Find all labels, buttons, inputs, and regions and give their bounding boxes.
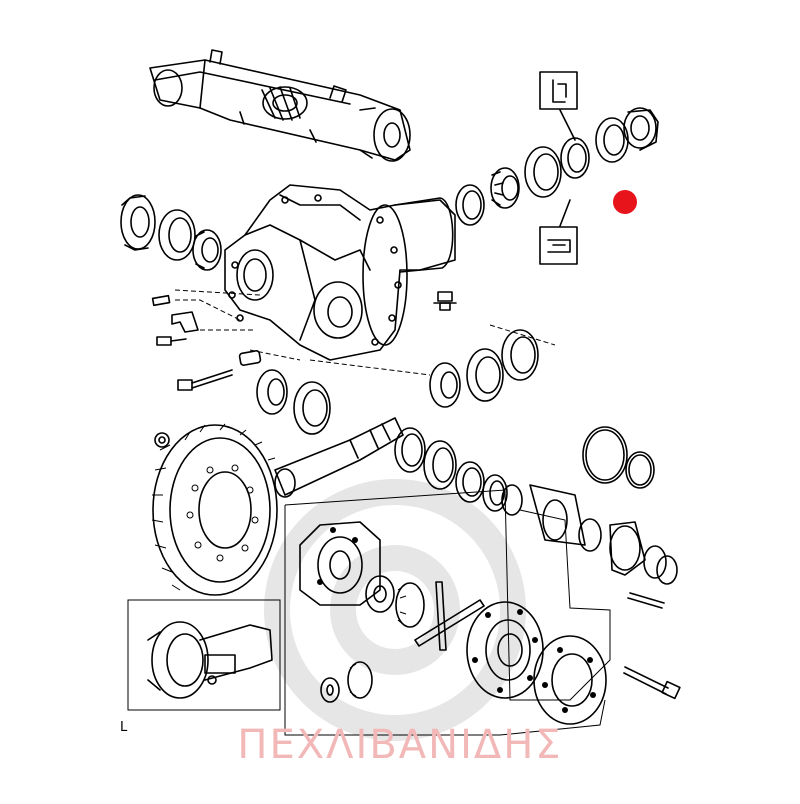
- pinion-nut: [623, 107, 659, 151]
- differential-group-frame: [284, 489, 611, 736]
- planet-gear: [347, 661, 373, 699]
- lock-plate: [171, 311, 199, 333]
- washer-ring: [595, 117, 629, 163]
- bearing-cup-mid-left: [293, 381, 331, 435]
- seal-detail-bottom: [539, 199, 578, 265]
- adjusting-nut-left: [120, 194, 156, 251]
- roll-pin: [627, 592, 665, 609]
- highlight-marker[interactable]: [613, 190, 637, 214]
- roller-bearing-mid-left: [256, 369, 288, 415]
- pinion-bolt: [154, 432, 170, 448]
- roller-bearing-mid-right: [429, 362, 461, 408]
- roller-bearing-right: [490, 167, 520, 209]
- dowel-sleeve: [238, 350, 262, 366]
- spherical-washer: [320, 677, 340, 703]
- roller-bearing-left: [192, 229, 222, 271]
- bearing-cup-left: [158, 209, 196, 261]
- washer-small: [578, 518, 602, 552]
- thrust-washer: [365, 575, 395, 613]
- spacer-ring-3: [455, 461, 485, 503]
- watermark-gear-icon: [264, 479, 526, 741]
- differential-cover: [533, 635, 607, 725]
- seal-detail-top: [539, 71, 578, 141]
- watermark-text: ΠΕΧΛΙΒΑΝΙΔΗΣ: [237, 722, 563, 768]
- bearing-housing-cap: [609, 521, 646, 576]
- cross-shaft: [414, 581, 485, 651]
- assembled-differential-inset: [127, 599, 281, 711]
- stud-bolt: [151, 294, 171, 307]
- small-bolt: [156, 336, 187, 346]
- differential-carrier-housing: [224, 184, 456, 361]
- pinion-shaft: [274, 417, 404, 498]
- side-gear: [395, 582, 425, 628]
- figure-corner-label: L: [120, 720, 128, 735]
- differential-case: [299, 521, 381, 606]
- o-ring-small: [625, 451, 655, 489]
- spacer-ring-2: [423, 440, 457, 490]
- breather-bolt: [433, 291, 457, 311]
- crown-wheel-gear: [151, 423, 278, 596]
- o-ring-large: [582, 426, 628, 484]
- bearing-cup-right: [524, 146, 562, 198]
- bearing-cup-mid: [455, 184, 485, 226]
- axle-assembly-overview: [149, 49, 411, 162]
- spacer-ring-1: [394, 427, 426, 473]
- end-seal-ring: [643, 545, 678, 585]
- spacer-ring-4: [482, 474, 508, 512]
- oil-seal-ring: [560, 137, 590, 179]
- bearing-cup-mid-right: [466, 348, 504, 402]
- long-bolt: [177, 369, 233, 391]
- splined-sleeve: [529, 484, 586, 546]
- cover-bolt: [623, 666, 681, 700]
- bearing-cup-far-right: [501, 329, 539, 381]
- spacer-ring-5: [501, 484, 523, 516]
